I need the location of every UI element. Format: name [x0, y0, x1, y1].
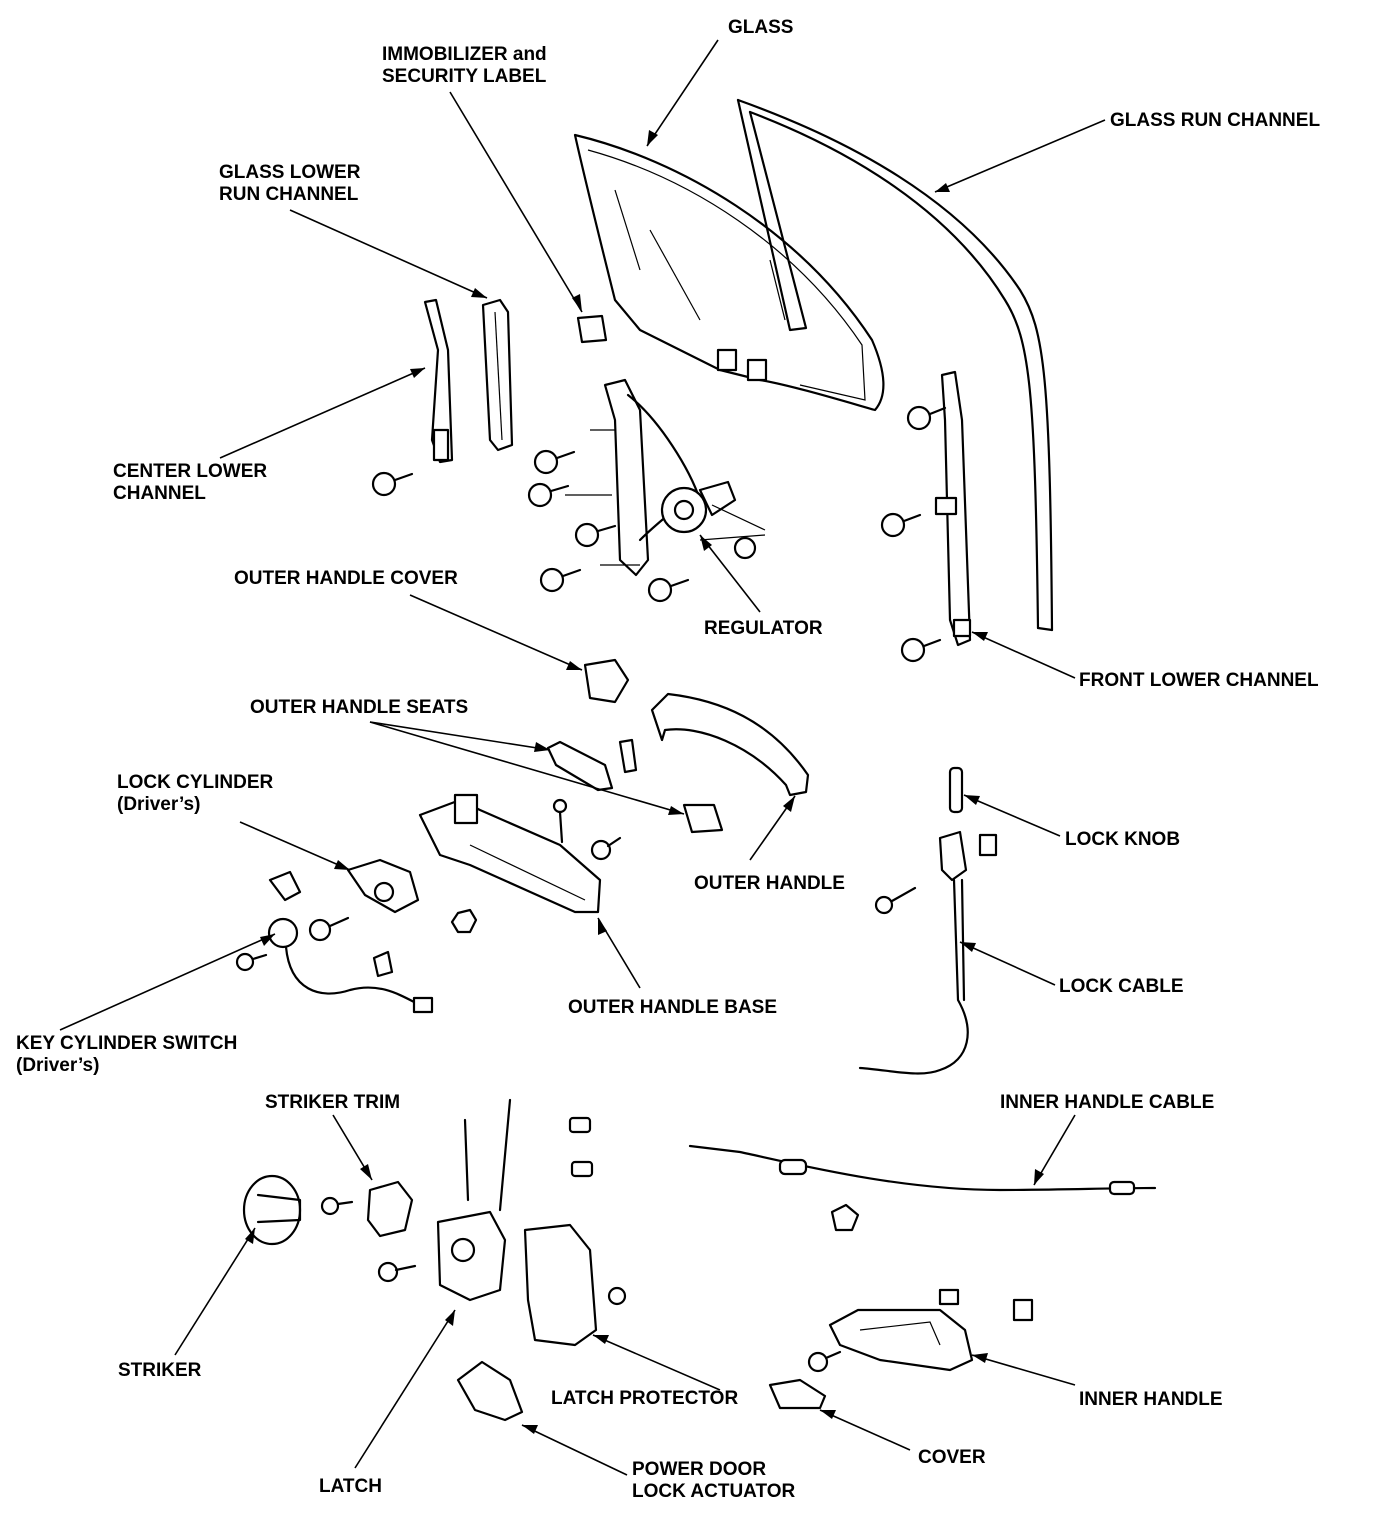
- clip-part: [830, 1203, 860, 1232]
- front-lower-channel-part: [934, 370, 972, 647]
- striker-part: [242, 1174, 354, 1246]
- label-striker: STRIKER: [118, 1360, 202, 1381]
- label-lock-cable: LOCK CABLE: [1059, 976, 1184, 997]
- label-latch: LATCH: [319, 1476, 382, 1497]
- striker-trim-part: [366, 1180, 414, 1238]
- label-outer-handle-seats: OUTER HANDLE SEATS: [250, 697, 468, 718]
- power-door-lock-actuator-part: [456, 1360, 524, 1422]
- label-glass: GLASS: [728, 17, 793, 38]
- label-lock-knob: LOCK KNOB: [1065, 829, 1180, 850]
- label-regulator: REGULATOR: [704, 618, 823, 639]
- outer-handle-seats-part: [546, 738, 724, 834]
- glass-lower-run-channel-part: [481, 298, 514, 452]
- bolts-upper: [371, 405, 947, 663]
- label-lock-cylinder-line1: LOCK CYLINDER: [117, 772, 274, 793]
- label-striker-trim: STRIKER TRIM: [265, 1092, 400, 1113]
- label-key-cylinder-line1: KEY CYLINDER SWITCH: [16, 1033, 237, 1054]
- security-label-part: [576, 314, 608, 344]
- label-immobilizer-line1: IMMOBILIZER and: [382, 44, 547, 65]
- regulator-part: [565, 378, 766, 577]
- label-latch-protector: LATCH PROTECTOR: [551, 1388, 738, 1409]
- label-lock-cylinder-line2: (Driver’s): [117, 794, 200, 815]
- outer-handle-base-part: [418, 793, 602, 914]
- inner-handle-part: [807, 1288, 1034, 1373]
- label-front-lower-channel: FRONT LOWER CHANNEL: [1079, 670, 1319, 691]
- label-glass-lower-line1: GLASS LOWER: [219, 162, 361, 183]
- leader-lines: [59, 39, 1106, 1476]
- label-center-lower-line2: CHANNEL: [113, 483, 206, 504]
- latch-part: [377, 1098, 512, 1302]
- lock-knob-part: [948, 766, 964, 814]
- label-glass-lower-line2: RUN CHANNEL: [219, 184, 359, 205]
- key-cylinder-switch-part: [235, 916, 434, 1014]
- label-outer-handle-base: OUTER HANDLE BASE: [568, 997, 777, 1018]
- label-key-cylinder-line2: (Driver’s): [16, 1055, 99, 1076]
- outer-handle-cover-part: [583, 658, 630, 704]
- label-inner-handle: INNER HANDLE: [1079, 1389, 1223, 1410]
- label-power-door-line2: LOCK ACTUATOR: [632, 1481, 796, 1502]
- latch-clips: [568, 1116, 594, 1178]
- label-power-door-line1: POWER DOOR: [632, 1459, 766, 1480]
- label-center-lower-line1: CENTER LOWER: [113, 461, 267, 482]
- label-glass-run-channel: GLASS RUN CHANNEL: [1110, 110, 1320, 131]
- glass-part: [573, 133, 885, 412]
- lock-cylinder-part: [268, 858, 420, 914]
- label-inner-handle-cable: INNER HANDLE CABLE: [1000, 1092, 1214, 1113]
- label-outer-handle: OUTER HANDLE: [694, 873, 845, 894]
- cover-part: [768, 1378, 827, 1410]
- arrow-heads: [245, 130, 1044, 1434]
- label-outer-handle-cover: OUTER HANDLE COVER: [234, 568, 458, 589]
- small-fasteners: [450, 798, 622, 934]
- glass-run-channel-part: [736, 98, 1054, 632]
- label-cover: COVER: [918, 1447, 986, 1468]
- lock-cable-part: [858, 830, 998, 1075]
- outer-handle-part: [650, 692, 810, 797]
- inner-handle-cable-part: [688, 1144, 1157, 1196]
- label-immobilizer-line2: SECURITY LABEL: [382, 66, 547, 87]
- latch-protector-part: [523, 1223, 627, 1347]
- center-lower-channel-part: [423, 298, 454, 464]
